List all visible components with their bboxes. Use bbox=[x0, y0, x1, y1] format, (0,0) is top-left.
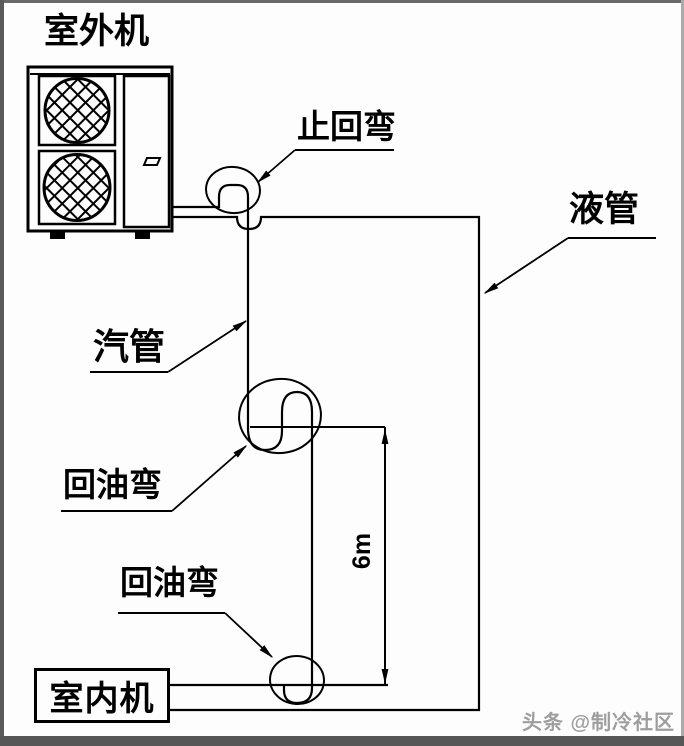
dimension-6m-label: 6m bbox=[348, 532, 376, 570]
fan-grille-bottom-icon bbox=[42, 153, 112, 222]
liquid-pipe-line bbox=[170, 215, 481, 712]
liquid-pipe-label: 液管 bbox=[569, 190, 640, 229]
oil-bend-bottom-circle bbox=[269, 654, 325, 706]
gas-pipe-leader-arrow bbox=[167, 320, 248, 373]
fan-grille-top-icon bbox=[43, 77, 111, 144]
dimension-6m bbox=[250, 426, 389, 684]
dimension-arrow-up-icon bbox=[381, 429, 389, 444]
check-bend-circle bbox=[205, 165, 261, 215]
indoor-unit-label: 室内机 bbox=[49, 680, 155, 718]
unit-foot-left bbox=[50, 231, 65, 239]
fan-frame-top bbox=[37, 74, 117, 147]
liquid-pipe-leader-arrow bbox=[483, 237, 569, 294]
oil-bend-bottom-leader-arrow bbox=[224, 612, 273, 658]
outdoor-unit-label: 室外机 bbox=[44, 12, 150, 51]
oil-return-bend-bottom-label: 回油弯 bbox=[120, 564, 219, 601]
indoor-unit-box: 室内机 bbox=[34, 668, 170, 723]
frame-border-bottom-bar bbox=[0, 736, 684, 746]
pipes bbox=[170, 183, 481, 712]
gas-pipe-label: 汽管 bbox=[93, 326, 166, 367]
outdoor-unit-side-panel bbox=[122, 74, 171, 229]
frame-border-left bbox=[0, 0, 4, 746]
frame-border-right bbox=[681, 0, 684, 746]
dimension-arrow-down-icon bbox=[381, 669, 389, 684]
watermark-text: 头条 @制冷社区 bbox=[521, 712, 675, 734]
gas-pipe-line bbox=[172, 183, 314, 705]
panel-handle-icon bbox=[142, 157, 162, 166]
annotation-circles bbox=[205, 165, 325, 706]
outdoor-unit-body bbox=[26, 65, 174, 233]
leader-arrows bbox=[167, 149, 569, 658]
check-bend-leader-arrow bbox=[257, 149, 296, 183]
outdoor-unit-drawing bbox=[26, 65, 174, 239]
frame-border-top bbox=[0, 0, 684, 3]
unit-foot-right bbox=[135, 231, 150, 239]
oil-return-bend-middle-label: 回油弯 bbox=[63, 466, 162, 503]
label-underlines bbox=[61, 149, 656, 614]
check-bend-label: 止回弯 bbox=[297, 108, 396, 145]
fan-frame-bottom bbox=[37, 149, 117, 226]
oil-bend-middle-circle bbox=[238, 377, 322, 455]
oil-bend-middle-leader-arrow bbox=[171, 445, 247, 512]
